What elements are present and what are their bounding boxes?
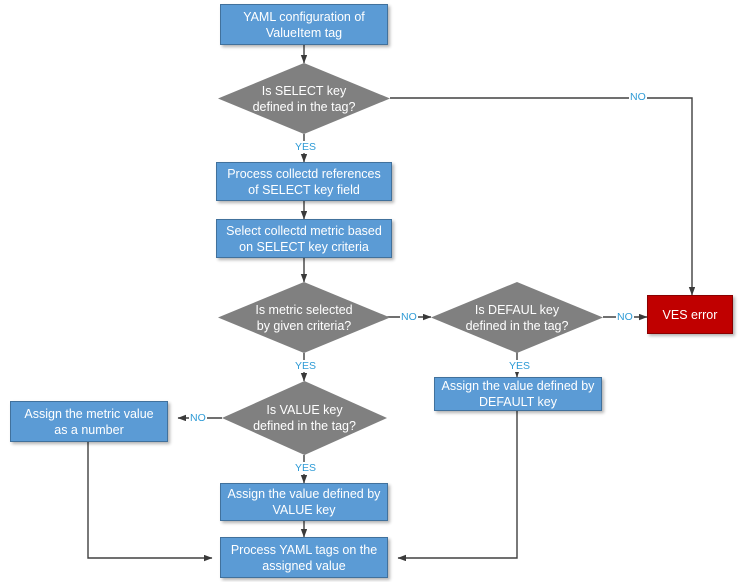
node-process-collectd-references[interactable]: Process collectd references of SELECT ke… bbox=[216, 162, 392, 201]
node-is-value-key-defined[interactable]: Is VALUE key defined in the tag? bbox=[222, 381, 387, 455]
edge-label-value-yes: YES bbox=[294, 462, 318, 474]
node-assign-default-value[interactable]: Assign the value defined by DEFAULT key bbox=[434, 377, 602, 411]
edge-label-select-no: NO bbox=[629, 91, 647, 103]
node-label: YAML configuration of ValueItem tag bbox=[243, 9, 365, 40]
node-label: Assign the metric value as a number bbox=[24, 406, 154, 437]
node-label: Is metric selected by given criteria? bbox=[255, 302, 353, 333]
node-is-select-key-defined[interactable]: Is SELECT key defined in the tag? bbox=[218, 63, 390, 134]
node-label: Is VALUE key defined in the tag? bbox=[253, 403, 356, 433]
edge-number-to-tags bbox=[87, 442, 213, 562]
node-process-yaml-tags[interactable]: Process YAML tags on the assigned value bbox=[220, 537, 388, 578]
edge-label-defaul-yes: YES bbox=[508, 360, 532, 372]
node-label: Process collectd references of SELECT ke… bbox=[227, 166, 381, 197]
node-label: Process YAML tags on the assigned value bbox=[230, 542, 378, 573]
node-label: Select collectd metric based on SELECT k… bbox=[226, 223, 382, 254]
edge-label-select-yes: YES bbox=[294, 141, 318, 153]
edge-label-value-no: NO bbox=[189, 412, 207, 424]
node-label: Is DEFAUL key defined in the tag? bbox=[465, 302, 569, 333]
node-label: VES error bbox=[662, 307, 718, 322]
node-yaml-configuration[interactable]: YAML configuration of ValueItem tag bbox=[220, 4, 388, 45]
node-select-collectd-metric[interactable]: Select collectd metric based on SELECT k… bbox=[216, 219, 392, 258]
node-label: Is SELECT key defined in the tag? bbox=[252, 83, 356, 114]
node-label: Assign the value defined by DEFAULT key bbox=[441, 379, 595, 409]
node-is-defaul-key-defined[interactable]: Is DEFAUL key defined in the tag? bbox=[431, 282, 603, 353]
edge-label-metric-yes: YES bbox=[294, 360, 318, 372]
edge-select-no-to-ves bbox=[390, 97, 696, 296]
node-label: Assign the value defined by VALUE key bbox=[227, 487, 381, 517]
node-is-metric-selected[interactable]: Is metric selected by given criteria? bbox=[218, 282, 390, 353]
edge-label-defaul-no: NO bbox=[616, 311, 634, 323]
node-assign-value-key-value[interactable]: Assign the value defined by VALUE key bbox=[220, 483, 388, 521]
node-ves-error[interactable]: VES error bbox=[647, 295, 733, 334]
node-assign-metric-value-as-number[interactable]: Assign the metric value as a number bbox=[10, 401, 168, 442]
edge-label-metric-no: NO bbox=[400, 311, 418, 323]
edge-assigndefault-to-tags bbox=[397, 411, 518, 562]
